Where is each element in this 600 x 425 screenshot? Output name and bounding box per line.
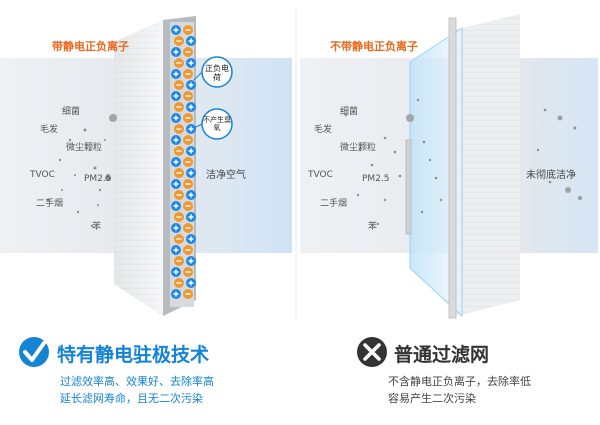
pollutant-label-tvoc-right: TVOC xyxy=(308,170,333,180)
plus-icon xyxy=(173,115,179,121)
left-heading: 特有静电驻极技术 xyxy=(57,344,210,366)
plus-icon xyxy=(173,247,179,253)
pollutant-label-bacteria-right: 细菌 xyxy=(340,107,359,117)
pollutant-label-hair: 毛发 xyxy=(40,125,59,135)
pollutant-label-tvoc: TVOC xyxy=(30,170,55,180)
plus-icon xyxy=(173,137,179,143)
x-circle-icon xyxy=(357,337,387,367)
plus-icon xyxy=(173,71,179,77)
ion-column xyxy=(171,25,196,299)
plus-icon xyxy=(188,60,194,66)
plus-icon xyxy=(188,214,194,220)
pollutant-label-benzene: 苯 xyxy=(92,222,102,232)
plus-icon xyxy=(188,280,194,286)
pollutant-label-hair-right: 毛发 xyxy=(314,125,333,135)
pollutant-label-dust: 微尘颗粒 xyxy=(66,143,103,153)
plus-icon xyxy=(188,170,194,176)
pollutant-label-smoke-right: 二手烟 xyxy=(320,199,348,209)
pollutant-label-pm25-right: PM2.5 xyxy=(362,174,390,184)
plus-icon xyxy=(173,203,179,209)
plus-icon xyxy=(188,126,194,132)
right-particles xyxy=(344,98,583,226)
right-filter-frame xyxy=(448,17,457,319)
plus-icon xyxy=(188,258,194,264)
callout-ozone-bubble xyxy=(201,108,233,140)
right-heading: 普通过滤网 xyxy=(394,344,490,366)
right-desc-line2: 容易产生二次污染 xyxy=(388,392,476,405)
clean-air-label: 洁净空气 xyxy=(206,170,246,181)
left-desc-line2: 延长滤网寿命，且无二次污染 xyxy=(60,392,203,405)
plus-icon xyxy=(173,159,179,165)
plus-icon xyxy=(173,291,179,297)
plus-icon xyxy=(188,236,194,242)
plus-icon xyxy=(173,27,179,33)
callout-ozone-text: 不产生臭氧 xyxy=(203,116,231,132)
plus-icon xyxy=(188,38,194,44)
plus-icon xyxy=(173,225,179,231)
pollutant-label-benzene-right: 苯 xyxy=(368,222,378,232)
left-particles xyxy=(46,114,117,228)
right-desc-line1: 不含静电正负离子，去除率低 xyxy=(388,375,531,388)
plus-icon xyxy=(173,181,179,187)
plus-icon xyxy=(173,93,179,99)
pollutant-label-dust-right: 微尘颗粒 xyxy=(340,143,377,153)
pollutant-label-smoke: 二手烟 xyxy=(36,199,64,209)
plus-icon xyxy=(188,192,194,198)
plus-icon xyxy=(173,269,179,275)
callout-charge-text: 正负电荷 xyxy=(205,64,229,82)
plus-icon xyxy=(173,49,179,55)
callout-charge-bubble xyxy=(201,56,233,88)
plus-icon xyxy=(188,148,194,154)
not-clean-label: 未彻底洁净 xyxy=(526,170,576,181)
left-panel-title: 带静电正负离子 xyxy=(52,40,129,53)
check-circle-icon xyxy=(19,337,49,367)
plus-icon xyxy=(188,104,194,110)
right-panel-title: 不带静电正负离子 xyxy=(330,40,418,53)
pollutant-label-pm25: PM2.5 xyxy=(84,174,112,184)
pollutant-label-bacteria: 细菌 xyxy=(62,107,81,117)
left-desc-line1: 过滤效率高、效果好、去除率高 xyxy=(60,375,214,388)
plus-icon xyxy=(188,82,194,88)
